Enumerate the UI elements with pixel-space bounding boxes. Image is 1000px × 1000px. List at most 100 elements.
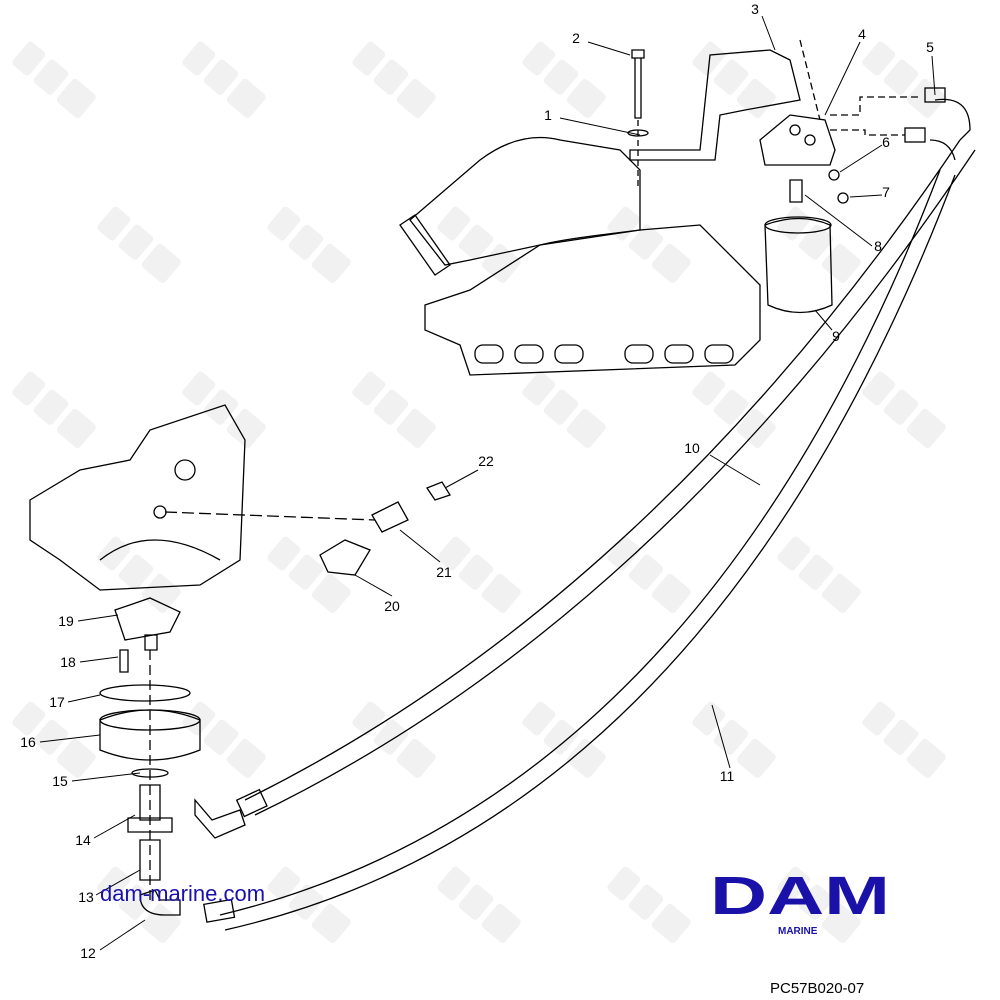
leader-line [93,814,136,839]
leader-line [39,734,101,743]
fitting-13 [139,839,161,881]
watermark [267,206,351,283]
dam-logo: DAM [710,872,890,917]
watermark [777,536,861,613]
watermark [267,536,351,613]
svg-text:DAM: DAM [710,872,890,917]
callout-12: 12 [80,945,96,961]
exhaust-manifold [409,136,641,266]
o-ring-17 [99,684,191,702]
callout-9: 9 [832,328,840,344]
logo-subtext: MARINE [778,926,818,937]
watermark [692,371,776,448]
leader-line [839,144,883,173]
watermark [522,371,606,448]
leader-line [99,919,146,951]
watermark [607,866,691,943]
leader-line [711,704,731,769]
callout-18: 18 [60,654,76,670]
bolt-18 [119,649,129,673]
watermark [437,536,521,613]
watermark [352,701,436,778]
callout-11: 11 [720,768,735,784]
website-url[interactable]: dam-marine.com [100,881,266,906]
watermark [352,371,436,448]
callout-13: 13 [78,889,94,905]
watermark [437,866,521,943]
engine-block [29,404,246,591]
fitting-22 [426,481,451,501]
watermark [437,206,521,283]
manifold-flange [424,224,761,376]
oil-pressure-sender [319,539,371,576]
leader-line [79,656,119,663]
watermark [267,866,351,943]
leader-lines [39,15,936,951]
callout-6: 6 [882,134,890,150]
watermark [777,866,861,943]
callout-21: 21 [436,564,452,580]
watermark [182,371,266,448]
leader-line [399,529,441,563]
diagram-drawing [29,39,976,931]
leader-line [354,574,393,597]
watermark [97,536,181,613]
leader-line [67,694,101,703]
bolt [631,49,645,119]
leader-line [95,869,141,896]
callout-2: 2 [572,30,580,46]
callout-5: 5 [926,39,934,55]
leader-line [824,41,861,116]
leader-line [849,194,883,198]
watermark [522,701,606,778]
callout-3: 3 [751,1,759,17]
leader-line [71,772,141,782]
watermark [12,41,96,118]
callout-17: 17 [49,694,65,710]
leader-line [444,469,479,489]
diagram-code: PC57B020-07 [770,980,865,997]
leader-line [709,454,761,486]
watermark [862,701,946,778]
callout-7: 7 [882,184,890,200]
callout-4: 4 [858,26,866,42]
leader-line [587,41,631,56]
watermark [607,206,691,283]
leader-line [559,117,641,136]
callout-10: 10 [684,440,700,456]
callout-15: 15 [52,773,68,789]
oil-filter [764,217,833,314]
elbow-12 [139,889,181,916]
watermark [182,701,266,778]
filter-adapter [114,597,181,641]
hose-11 [219,169,956,931]
watermark [862,41,946,118]
watermark [97,866,181,943]
watermark [607,536,691,613]
callout-8: 8 [874,238,882,254]
watermark [692,41,776,118]
callout-20: 20 [384,598,400,614]
watermark [522,41,606,118]
callout-14: 14 [75,832,91,848]
hose-10 [244,139,976,816]
watermark [97,206,181,283]
callout-16: 16 [20,734,36,750]
watermark [862,371,946,448]
watermark [182,41,266,118]
leader-line [761,15,776,51]
watermark [692,701,776,778]
callout-22: 22 [478,453,494,469]
fitting-14 [127,784,173,833]
elbow [194,798,246,839]
tee-fitting [371,501,409,533]
watermark-layer [12,41,946,943]
watermark [352,41,436,118]
filter-head [759,114,836,166]
leader-line [77,614,119,622]
watermark [12,701,96,778]
watermark [12,371,96,448]
leader-line [804,194,873,247]
leader-line [814,309,833,331]
